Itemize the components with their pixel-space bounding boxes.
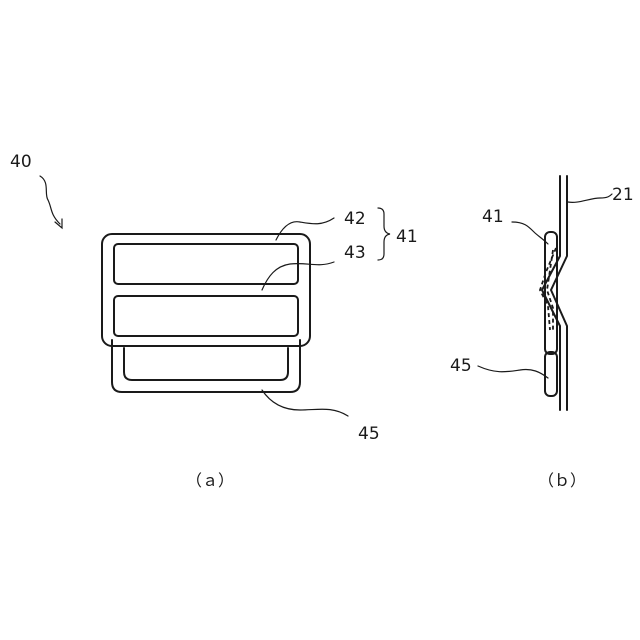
label-41: 41 [396, 227, 418, 247]
label-b45: 45 [450, 356, 472, 376]
label-b41: 41 [482, 207, 504, 227]
label-42: 42 [344, 209, 366, 229]
figure-b: 21 41 45 [450, 176, 634, 410]
upper-frame-outer [102, 234, 310, 346]
caption-b: （ｂ） [538, 471, 586, 490]
label-21: 21 [612, 185, 634, 205]
caption-a: （ａ） [186, 471, 234, 490]
leader-21 [568, 194, 612, 202]
buckle-side-lower [545, 352, 557, 396]
lower-loop-inner [124, 348, 288, 380]
top-slot [114, 244, 298, 284]
lower-loop-outer [112, 340, 300, 392]
leader-45 [262, 390, 348, 416]
leader-42 [276, 218, 334, 240]
leader-b45 [478, 366, 548, 378]
figure-a: 40 42 43 41 45 [10, 152, 418, 444]
label-40: 40 [10, 152, 32, 172]
brace-41 [378, 208, 390, 260]
label-43: 43 [344, 243, 366, 263]
label-45: 45 [358, 424, 380, 444]
leader-b41 [512, 222, 548, 244]
leader-40 [40, 176, 60, 224]
leader-40-arrowhead [55, 219, 62, 228]
bottom-slot [114, 296, 298, 336]
